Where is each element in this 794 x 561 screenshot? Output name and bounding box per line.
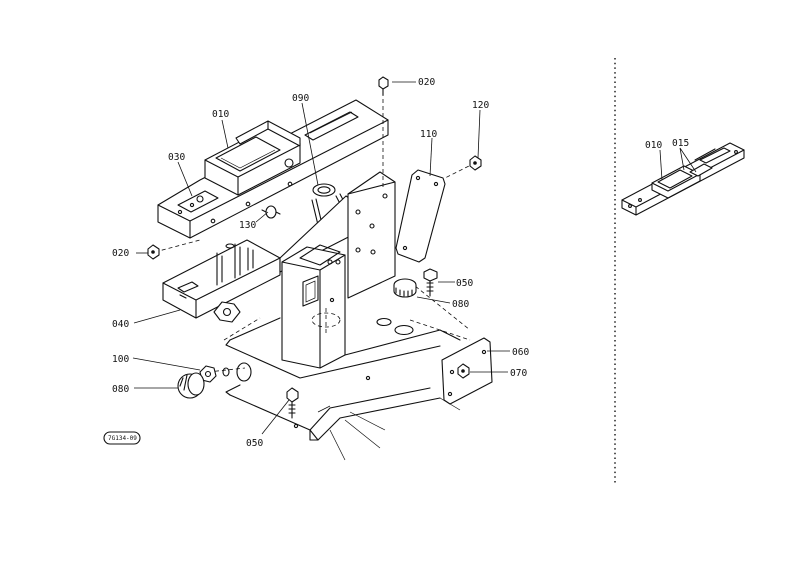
side-plate-110 [395, 169, 446, 263]
callout-080-right: 080 [452, 299, 469, 310]
callout-070: 070 [510, 368, 527, 379]
inset-callout-010: 010 [645, 140, 662, 151]
callout-050-right: 050 [456, 278, 473, 289]
inset-view: 010 015 [621, 138, 745, 216]
column-body [281, 171, 396, 369]
leader-lines [132, 81, 510, 435]
base-plate [225, 317, 461, 461]
callout-030: 030 [168, 152, 185, 163]
callout-110: 110 [420, 129, 437, 140]
inset-callout-015: 015 [672, 138, 689, 149]
drawing-code-stamp: 7G134-09 [103, 431, 141, 445]
callout-050-bottom: 050 [246, 438, 263, 449]
drawing-code: 7G134-09 [108, 435, 137, 442]
callout-060: 060 [512, 347, 529, 358]
callout-090: 090 [292, 93, 309, 104]
callout-130: 130 [239, 220, 256, 231]
callout-020-top: 020 [418, 77, 435, 88]
callout-080-left: 080 [112, 384, 129, 395]
main-assembly: 010 030 090 020 120 110 130 020 050 080 … [103, 76, 529, 461]
callout-020-left: 020 [112, 248, 129, 259]
callout-120: 120 [472, 100, 489, 111]
fasteners [147, 76, 482, 419]
callout-100: 100 [112, 354, 129, 365]
upper-console-cover [157, 99, 389, 239]
callout-010: 010 [212, 109, 229, 120]
callout-040: 040 [112, 319, 129, 330]
callout-labels: 010 030 090 020 120 110 130 020 050 080 … [112, 77, 529, 449]
assembly-guide-lines [154, 92, 476, 373]
